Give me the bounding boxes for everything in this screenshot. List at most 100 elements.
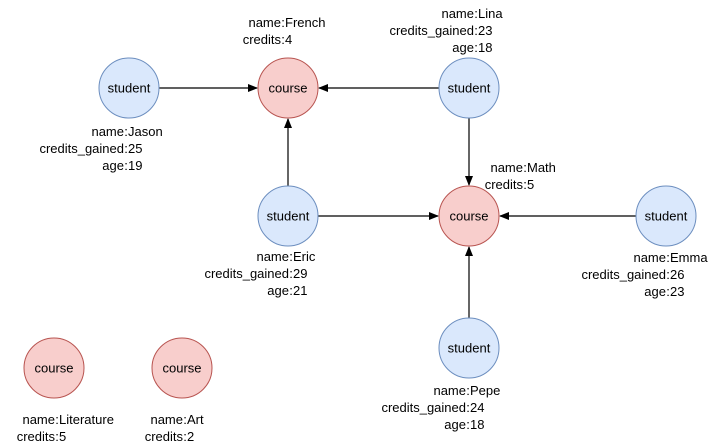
property-key: credits bbox=[485, 177, 524, 192]
property-value: 2 bbox=[187, 429, 194, 444]
course-node-label: course bbox=[449, 209, 488, 224]
property-key: name bbox=[433, 383, 466, 398]
nodes-layer: student course student student course student… bbox=[23, 57, 697, 399]
property-key: name bbox=[256, 249, 289, 264]
property-separator: : bbox=[281, 15, 285, 30]
student-node-emma[interactable]: student bbox=[635, 185, 697, 247]
student-node-eric[interactable]: student bbox=[257, 185, 319, 247]
property-separator: : bbox=[466, 383, 470, 398]
property-separator: : bbox=[523, 177, 527, 192]
property-value: French bbox=[285, 15, 325, 30]
course-node-french[interactable]: course bbox=[257, 57, 319, 119]
property-value: 4 bbox=[285, 32, 292, 47]
property-key: name bbox=[248, 15, 281, 30]
property-key: name bbox=[91, 124, 124, 139]
property-key: name bbox=[150, 412, 183, 427]
property-key: name bbox=[490, 160, 523, 175]
student-node-lina[interactable]: student bbox=[438, 57, 500, 119]
course-circle bbox=[23, 337, 85, 399]
property-key: credits bbox=[243, 32, 282, 47]
property-value: Lina bbox=[478, 6, 503, 21]
property-separator: : bbox=[55, 429, 59, 444]
student-node-label: student bbox=[448, 341, 491, 356]
property-separator: : bbox=[124, 141, 128, 156]
property-key: credits_gained bbox=[381, 400, 466, 415]
property-separator: : bbox=[124, 158, 128, 173]
property-key: credits_gained bbox=[581, 267, 666, 282]
student-node-jason[interactable]: student bbox=[98, 57, 160, 119]
student-node-pepe[interactable]: student bbox=[438, 317, 500, 379]
course-node-label: course bbox=[162, 361, 201, 376]
property-separator: : bbox=[466, 417, 470, 432]
property-key: name bbox=[633, 250, 666, 265]
course-circle bbox=[257, 57, 319, 119]
property-key: credits bbox=[17, 429, 56, 444]
student-node-label: student bbox=[645, 209, 688, 224]
property-value: 18 bbox=[470, 417, 484, 432]
property-key: credits_gained bbox=[389, 23, 474, 38]
property-separator: : bbox=[289, 249, 293, 264]
property-value: Literature bbox=[59, 412, 114, 427]
property-value: 24 bbox=[470, 400, 484, 415]
property-separator: : bbox=[289, 283, 293, 298]
property-value: Pepe bbox=[470, 383, 500, 398]
student-circle bbox=[635, 185, 697, 247]
property-value: Art bbox=[187, 412, 204, 427]
property-separator: : bbox=[466, 400, 470, 415]
course-node-math[interactable]: course bbox=[438, 185, 500, 247]
property-separator: : bbox=[55, 412, 59, 427]
property-key: credits bbox=[145, 429, 184, 444]
course-node-literature[interactable]: course bbox=[23, 337, 85, 399]
property-separator: : bbox=[474, 40, 478, 55]
property-value: 23 bbox=[478, 23, 492, 38]
student-circle bbox=[438, 57, 500, 119]
property-value: 25 bbox=[128, 141, 142, 156]
student-circle bbox=[257, 185, 319, 247]
property-value: Math bbox=[527, 160, 556, 175]
property-key: age bbox=[644, 284, 666, 299]
student-circle bbox=[438, 317, 500, 379]
property-value: 23 bbox=[670, 284, 684, 299]
property-separator: : bbox=[474, 6, 478, 21]
student-circle bbox=[98, 57, 160, 119]
property-value: 19 bbox=[128, 158, 142, 173]
course-node-art[interactable]: course bbox=[151, 337, 213, 399]
course-circle bbox=[151, 337, 213, 399]
property-separator: : bbox=[523, 160, 527, 175]
property-separator: : bbox=[666, 250, 670, 265]
property-value: 5 bbox=[59, 429, 66, 444]
property-key: age bbox=[452, 40, 474, 55]
property-separator: : bbox=[183, 429, 187, 444]
property-separator: : bbox=[183, 412, 187, 427]
props-layer: name:Jasoncredits_gained:25age:19name:Fr… bbox=[17, 6, 709, 444]
student-node-label: student bbox=[267, 209, 310, 224]
property-value: Jason bbox=[128, 124, 163, 139]
property-key: credits_gained bbox=[39, 141, 124, 156]
property-value: 26 bbox=[670, 267, 684, 282]
property-separator: : bbox=[474, 23, 478, 38]
property-key: name bbox=[22, 412, 55, 427]
student-node-label: student bbox=[108, 81, 151, 96]
property-key: age bbox=[102, 158, 124, 173]
property-separator: : bbox=[124, 124, 128, 139]
property-value: Eric bbox=[293, 249, 316, 264]
property-separator: : bbox=[289, 266, 293, 281]
course-node-label: course bbox=[268, 81, 307, 96]
course-node-label: course bbox=[34, 361, 73, 376]
property-value: 21 bbox=[293, 283, 307, 298]
property-key: age bbox=[444, 417, 466, 432]
property-separator: : bbox=[281, 32, 285, 47]
property-key: age bbox=[267, 283, 289, 298]
edges-layer bbox=[159, 84, 636, 318]
property-value: 18 bbox=[478, 40, 492, 55]
